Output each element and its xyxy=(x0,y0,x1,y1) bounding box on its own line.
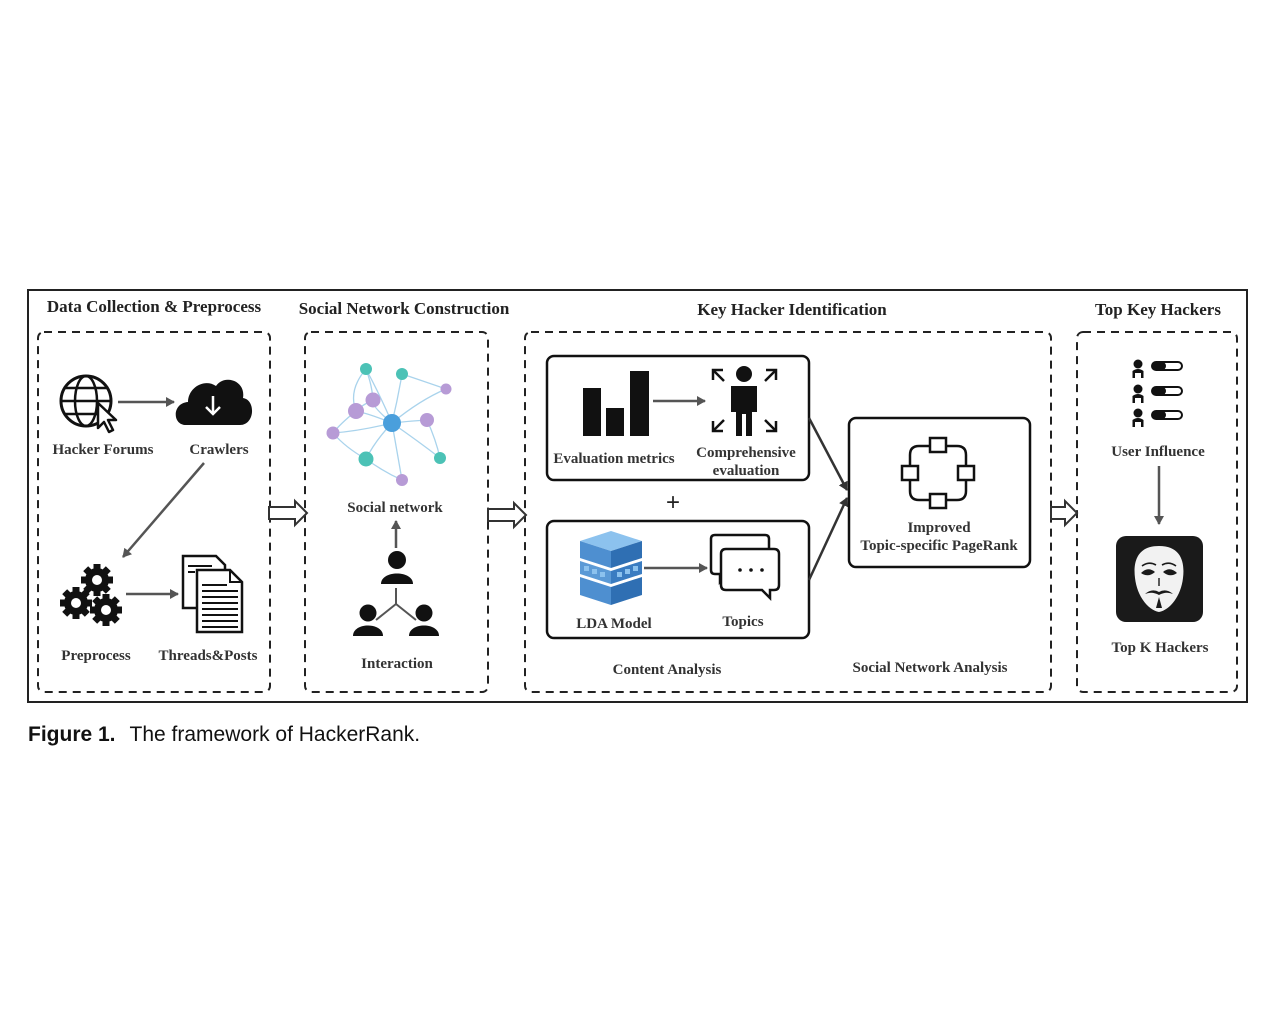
pagerank-box xyxy=(847,416,1032,569)
comprehensive-label-line1: Comprehensive xyxy=(696,445,796,461)
section-title-top-key-hackers: Top Key Hackers xyxy=(1095,300,1221,319)
globe-cursor-icon xyxy=(59,374,118,434)
arrow-crawlers-to-preprocess xyxy=(122,462,205,558)
social-network-analysis-label: Social Network Analysis xyxy=(852,660,1007,676)
section-title-data-collection: Data Collection & Preprocess xyxy=(47,297,262,316)
comprehensive-label-line2: evaluation xyxy=(713,463,780,479)
pagerank-nodes-icon xyxy=(900,436,976,510)
social-network-label: Social network xyxy=(347,500,443,516)
plus-sign: + xyxy=(666,489,680,516)
arrow-evaluation-to-pagerank xyxy=(807,417,849,491)
hacker-forums-label: Hacker Forums xyxy=(53,442,154,458)
threads-posts-label: Threads&Posts xyxy=(159,648,258,664)
bar-chart-icon xyxy=(583,371,649,436)
improved-label-line2: Topic-specific PageRank xyxy=(860,538,1018,554)
figure-caption: Figure 1. The framework of HackerRank. xyxy=(28,723,420,747)
evaluation-metrics-label: Evaluation metrics xyxy=(553,451,674,467)
interaction-label: Interaction xyxy=(361,656,433,672)
cloud-download-icon xyxy=(175,379,253,425)
section-title-key-hacker-identification: Key Hacker Identification xyxy=(697,300,887,319)
flow-arrow-1 xyxy=(268,498,309,528)
user-influence-icon xyxy=(1132,359,1183,427)
section-title-social-network-construction: Social Network Construction xyxy=(299,299,510,318)
crawlers-label: Crawlers xyxy=(189,442,248,458)
documents-icon xyxy=(181,554,244,634)
content-analysis-label: Content Analysis xyxy=(613,662,722,678)
lda-cube-icon xyxy=(580,531,642,605)
flow-arrow-3 xyxy=(1050,498,1079,528)
anonymous-mask-icon xyxy=(1116,536,1203,622)
key-hacker-identification-box xyxy=(524,331,1052,693)
people-hierarchy-icon xyxy=(353,551,439,636)
network-icon xyxy=(326,363,452,486)
arrow-content-to-pagerank xyxy=(807,497,849,581)
improved-label-line1: Improved xyxy=(907,520,971,536)
flow-arrow-2 xyxy=(487,500,528,530)
figure-caption-text: The framework of HackerRank. xyxy=(129,723,421,746)
top-k-hackers-label: Top K Hackers xyxy=(1112,640,1209,656)
outer-frame xyxy=(27,289,1248,703)
chat-bubbles-icon xyxy=(709,533,781,602)
lda-model-label: LDA Model xyxy=(576,616,651,632)
gears-icon xyxy=(60,564,122,626)
user-influence-label: User Influence xyxy=(1111,444,1205,460)
topics-label: Topics xyxy=(722,614,763,630)
preprocess-label: Preprocess xyxy=(61,648,131,664)
figure-label: Figure 1. xyxy=(28,723,116,746)
person-expand-icon xyxy=(711,366,778,436)
